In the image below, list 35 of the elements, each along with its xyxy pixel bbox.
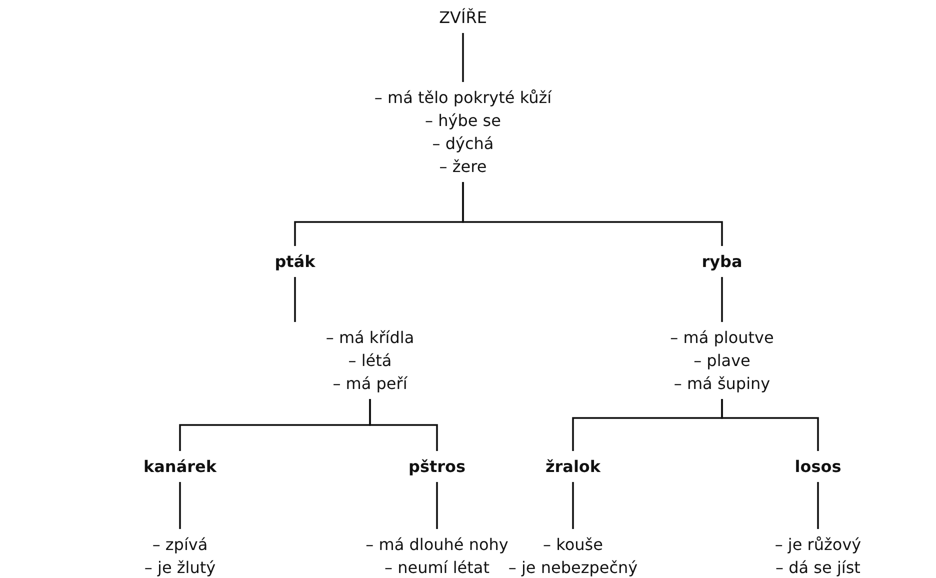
trait-list: – je růžový <box>774 533 862 556</box>
connector-line <box>817 482 819 529</box>
trait-list: – má tělo pokryté kůží <box>374 86 552 109</box>
trait-list: – zpívá <box>144 533 216 556</box>
connector-line <box>462 182 723 246</box>
trait-list: – má dlouhé nohy <box>366 533 508 556</box>
category-label: kanárek <box>144 456 216 478</box>
connector-line <box>294 277 296 322</box>
trait-list: – dá se jíst <box>774 556 862 578</box>
connector-line <box>179 482 181 529</box>
trait-list: – hýbe se <box>374 109 552 132</box>
connector-line <box>572 482 574 529</box>
trait-list: – plave <box>670 349 774 372</box>
connector-line <box>721 277 723 322</box>
category-label: losos <box>794 456 842 478</box>
root-label: ZVÍŘE <box>439 7 487 29</box>
trait-list: – má křídla <box>326 326 414 349</box>
trait-list: – žere <box>374 155 552 178</box>
trait-list: – je nebezpečný <box>508 556 638 578</box>
trait-list: – má šupiny <box>670 372 774 395</box>
connector-line <box>436 482 438 529</box>
trait-list: – neumí létat <box>366 556 508 578</box>
trait-list: – dýchá <box>374 132 552 155</box>
trait-list: – má peří <box>326 372 414 395</box>
connector-line <box>369 399 438 451</box>
connector-line <box>462 33 464 82</box>
category-label: pták <box>274 251 316 273</box>
trait-list: – kouše <box>508 533 638 556</box>
trait-list: – má ploutve <box>670 326 774 349</box>
trait-list: – létá <box>326 349 414 372</box>
connector-line <box>721 399 819 451</box>
trait-list: – je žlutý <box>144 556 216 578</box>
category-label: žralok <box>545 456 601 478</box>
category-label: pštros <box>408 456 466 478</box>
category-label: ryba <box>702 251 742 273</box>
